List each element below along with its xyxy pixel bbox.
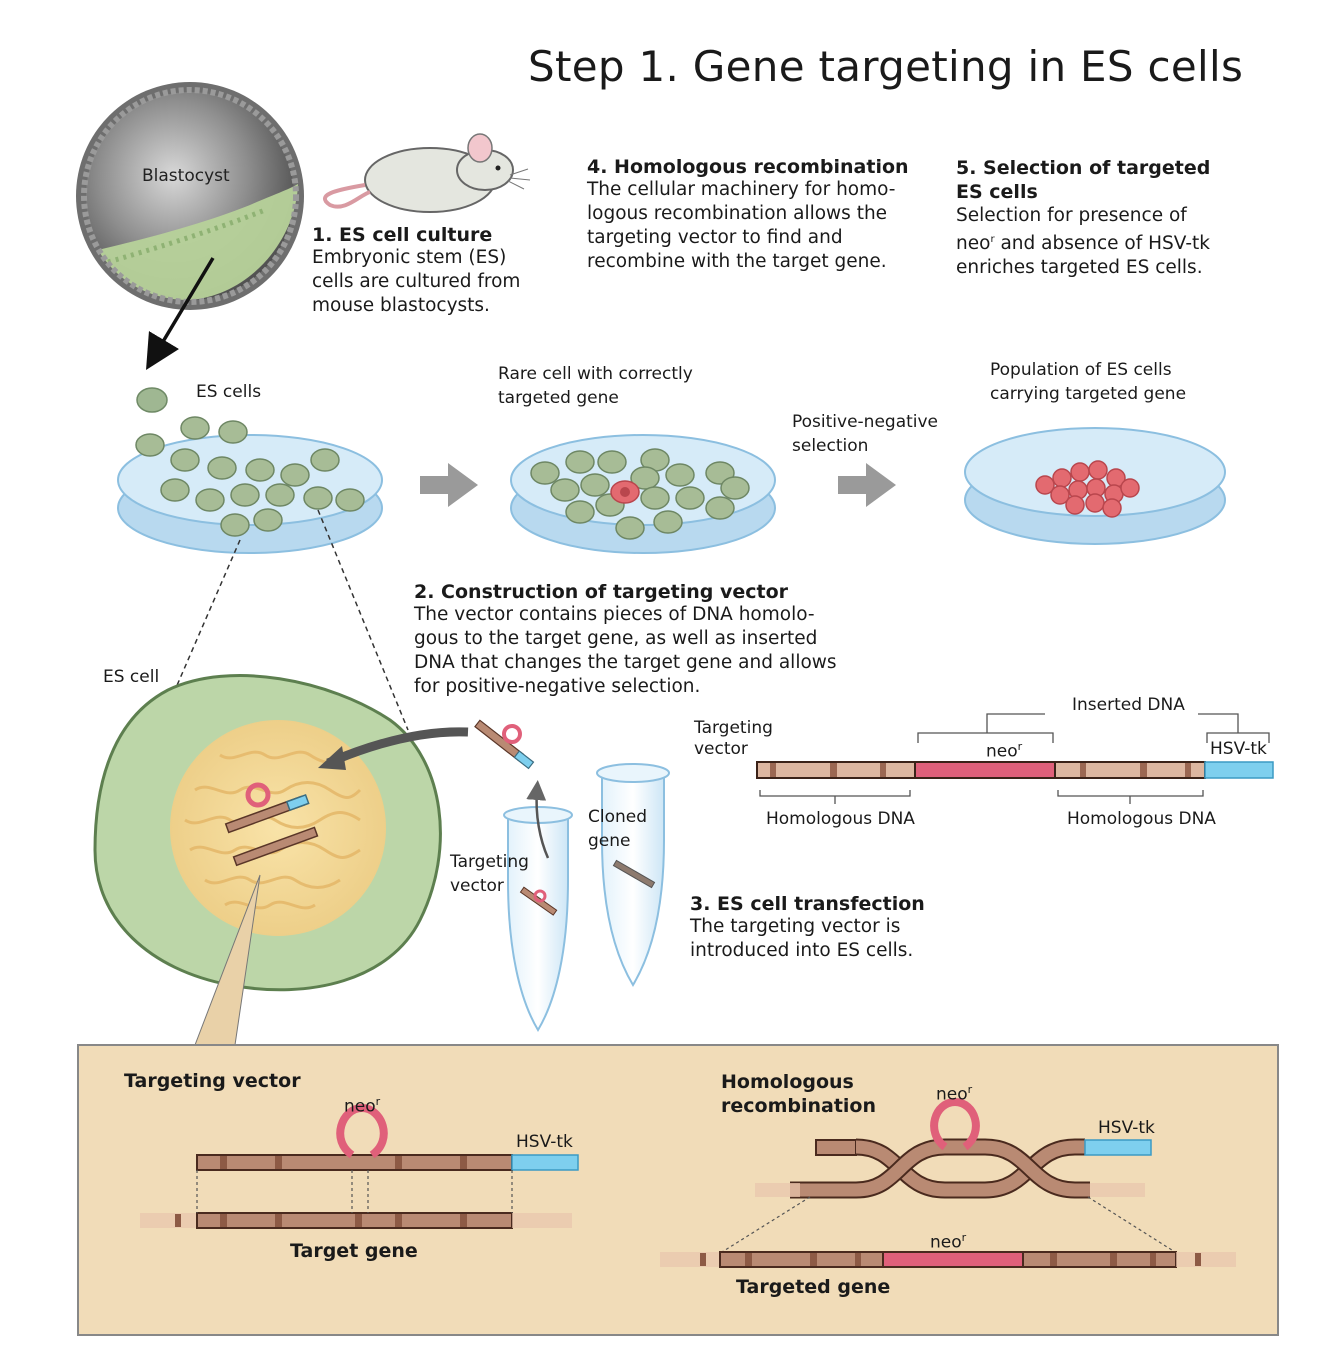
inset-neo-label-right: neor — [936, 1083, 973, 1105]
map-hsv-tk-label: HSV-tk — [1210, 739, 1267, 759]
inset-targeting-vector-label: Targeting vector — [124, 1070, 301, 1092]
map-neo-label: neor — [986, 740, 1023, 762]
step4-block: 4. Homologous recombination The cellular… — [587, 156, 909, 272]
es-cells-label: ES cells — [196, 382, 262, 402]
targeted-gene-label: Targeted gene — [736, 1276, 891, 1298]
step4-heading: 4. Homologous recombination — [587, 156, 909, 178]
step2-heading: 2. Construction of targeting vector — [414, 581, 788, 603]
population-dish — [964, 427, 1226, 545]
page-title: Step 1. Gene targeting in ES cells — [528, 42, 1244, 91]
targeting-vector-map — [756, 713, 1274, 804]
tube-targeting-vector — [503, 780, 573, 1032]
inset-hsv-tk-label-right: HSV-tk — [1098, 1118, 1155, 1138]
mechanism-inset — [77, 874, 1279, 1336]
mouse-illustration — [322, 133, 531, 213]
gray-arrow-2 — [838, 463, 896, 507]
homologous-dna-label-left: Homologous DNA — [766, 809, 915, 829]
es-cell-closeup — [93, 674, 442, 992]
step1-block: 1. ES cell culture Embryonic stem (ES) c… — [312, 224, 521, 316]
target-gene-label: Target gene — [290, 1240, 418, 1262]
tube-cloned-gene — [596, 763, 670, 987]
inset-hsv-tk-label-left: HSV-tk — [516, 1132, 573, 1152]
blastocyst-illustration — [76, 82, 304, 371]
inserted-dna-label: Inserted DNA — [1072, 695, 1185, 715]
homologous-dna-label-right: Homologous DNA — [1067, 809, 1216, 829]
inset-neo-label-bottom: neor — [930, 1231, 967, 1253]
step2-block: 2. Construction of targeting vector The … — [414, 581, 837, 697]
step1-heading: 1. ES cell culture — [312, 224, 493, 246]
gray-arrow-1 — [420, 463, 478, 507]
es-cell-dish — [117, 387, 383, 554]
rare-cell-dish — [510, 434, 776, 554]
step3-block: 3. ES cell transfection The targeting ve… — [690, 893, 925, 961]
step3-heading: 3. ES cell transfection — [690, 893, 925, 915]
es-cell-label: ES cell — [103, 667, 160, 687]
blastocyst-label: Blastocyst — [142, 166, 230, 186]
inset-neo-label-left: neor — [344, 1095, 381, 1117]
vector-fragment — [474, 719, 535, 770]
